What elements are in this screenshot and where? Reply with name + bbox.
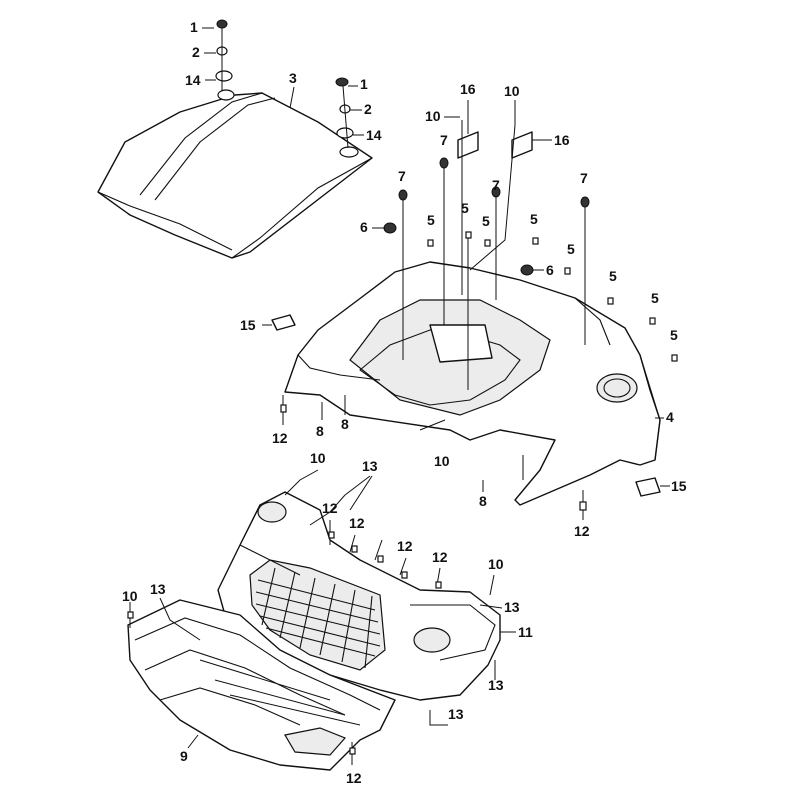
callout-5: 5 — [482, 213, 490, 229]
callout-10: 10 — [488, 556, 504, 572]
bracket-16-right — [511, 131, 552, 159]
callout-7: 7 — [580, 170, 588, 186]
callout-12: 12 — [349, 515, 365, 531]
callout-9: 9 — [180, 748, 188, 764]
hood-fastener-right — [335, 77, 359, 158]
callout-14: 14 — [366, 127, 382, 143]
callout-labels: 1 2 14 1 2 14 3 16 10 10 16 7 7 7 7 6 6 … — [122, 19, 687, 786]
callout-10: 10 — [310, 450, 326, 466]
front-fascia — [217, 491, 501, 701]
callout-5: 5 — [670, 327, 678, 343]
callout-1: 1 — [360, 76, 368, 92]
callout-13: 13 — [150, 581, 166, 597]
hood-panel — [97, 92, 373, 259]
bracket-16-left — [457, 100, 479, 159]
callout-13: 13 — [362, 458, 378, 474]
callout-5: 5 — [651, 290, 659, 306]
callout-10: 10 — [122, 588, 138, 604]
callout-15: 15 — [240, 317, 256, 333]
callout-5: 5 — [427, 212, 435, 228]
callout-12: 12 — [432, 549, 448, 565]
callout-7: 7 — [398, 168, 406, 184]
callout-15: 15 — [671, 478, 687, 494]
callout-2: 2 — [364, 101, 372, 117]
fender-lower-hardware — [280, 395, 587, 520]
grille-mesh — [255, 567, 381, 669]
callout-6: 6 — [546, 262, 554, 278]
callout-16: 16 — [460, 81, 476, 97]
callout-5: 5 — [461, 200, 469, 216]
callout-8: 8 — [316, 423, 324, 439]
callout-12: 12 — [346, 770, 362, 786]
callout-12: 12 — [574, 523, 590, 539]
callout-12: 12 — [397, 538, 413, 554]
fender-hardware-leaders — [383, 100, 678, 431]
callout-5: 5 — [530, 211, 538, 227]
callout-8: 8 — [341, 416, 349, 432]
hood-fastener-left — [215, 19, 235, 101]
front-skid-panel — [127, 599, 396, 771]
callout-10: 10 — [504, 83, 520, 99]
callout-6: 6 — [360, 219, 368, 235]
callout-10: 10 — [434, 453, 450, 469]
rear-fender-body — [284, 261, 661, 506]
callout-13: 13 — [448, 706, 464, 722]
callout-3: 3 — [289, 70, 297, 86]
callout-13: 13 — [488, 677, 504, 693]
callout-11: 11 — [518, 624, 533, 640]
callout-12: 12 — [272, 430, 288, 446]
callout-4: 4 — [666, 409, 674, 425]
callout-1: 1 — [190, 19, 198, 35]
callout-2: 2 — [192, 44, 200, 60]
callout-5: 5 — [609, 268, 617, 284]
callout-16: 16 — [554, 132, 570, 148]
fascia-hardware-leaders — [284, 469, 496, 726]
decal-15-left — [262, 314, 296, 331]
callout-8: 8 — [479, 493, 487, 509]
decal-15-right — [635, 477, 670, 497]
callout-7: 7 — [440, 132, 448, 148]
skid-hardware-leaders — [127, 597, 361, 765]
callout-10: 10 — [425, 108, 441, 124]
callout-13: 13 — [504, 599, 520, 615]
callout-5: 5 — [567, 241, 575, 257]
callout-7: 7 — [492, 177, 500, 193]
callout-14: 14 — [185, 72, 201, 88]
callout-12: 12 — [322, 500, 338, 516]
